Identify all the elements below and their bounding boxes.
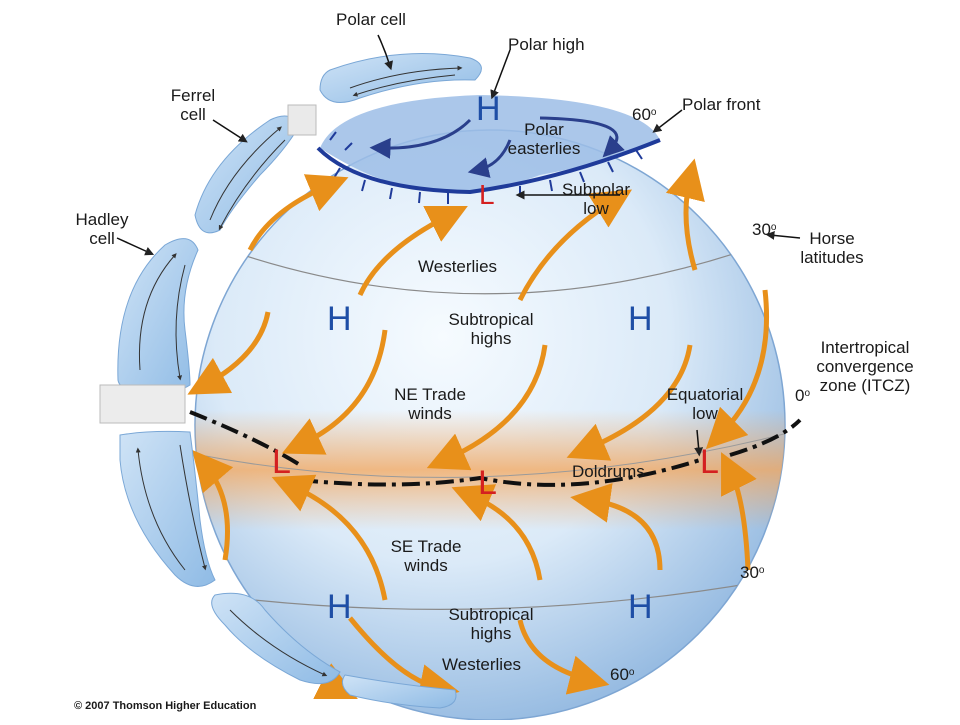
label-polar-cell: Polar cell <box>336 10 406 29</box>
subtropical-high-north-west-letter: H <box>327 300 352 338</box>
latitude-30n: 30o <box>752 220 776 239</box>
label-polar-front: Polar front <box>682 95 761 114</box>
latitude-30s-value: 30 <box>740 563 759 582</box>
westerly-arrows-north <box>247 158 705 302</box>
polar-cell-shape <box>319 53 482 103</box>
polar-easterly-arrow-2 <box>467 139 512 178</box>
polar-front-cloud <box>287 104 317 136</box>
polar-high-letter: H <box>476 90 501 128</box>
degree-mark: o <box>804 388 811 399</box>
ferrel-cell-south-shape <box>211 592 341 685</box>
label-subtropical-highs-north: Subtropical highs <box>448 310 534 348</box>
label-polar-high: Polar high <box>508 35 585 54</box>
latitude-60s-value: 60 <box>610 665 629 684</box>
label-subtropical-highs-south: Subtropical highs <box>448 605 534 643</box>
label-ne-trade-winds: NE Trade winds <box>394 385 466 423</box>
se-trade-arrows <box>191 449 757 601</box>
polar-easterly-arrow-3 <box>539 116 625 158</box>
degree-mark: o <box>770 222 777 233</box>
subpolar-low-letter: L <box>479 179 495 210</box>
latitude-60n-value: 60 <box>632 105 651 124</box>
equatorial-low-west-letter: L <box>272 443 291 481</box>
label-doldrums: Doldrums <box>572 462 645 481</box>
subtropical-high-south-east-letter: H <box>628 588 653 626</box>
equator-line <box>199 429 785 478</box>
latitude-equator: 0o <box>795 386 810 405</box>
equatorial-low-east-letter: L <box>700 443 719 481</box>
degree-mark: o <box>628 667 635 678</box>
hadley-cell-south-shape <box>119 430 216 587</box>
latitude-60n: 60o <box>632 105 656 124</box>
label-polar-easterlies: Polar easterlies <box>507 120 581 158</box>
latitude-30s-line <box>209 579 771 611</box>
latitude-60s: 60o <box>610 665 634 684</box>
polar-easterly-arrow-1 <box>369 118 472 159</box>
label-ferrel-cell: Ferrel cell <box>170 86 216 124</box>
label-equatorial-low: Equatorial low <box>666 385 744 423</box>
label-pointers <box>116 34 801 457</box>
latitude-30n-line <box>227 244 761 295</box>
circulation-cells <box>99 53 482 709</box>
subtropical-high-south-west-letter: H <box>327 588 352 626</box>
label-hadley-cell: Hadley cell <box>75 210 129 248</box>
hadley-cell-north-shape <box>117 238 199 394</box>
label-westerlies-north: Westerlies <box>418 257 498 276</box>
equatorial-low-center-letter: L <box>478 464 497 502</box>
label-subpolar-low: Subpolar low <box>561 180 631 218</box>
degree-mark: o <box>758 565 765 576</box>
ne-trade-arrows <box>187 289 770 471</box>
latitude-30n-value: 30 <box>752 220 771 239</box>
label-se-trade-winds: SE Trade winds <box>390 537 462 575</box>
polar-front-line <box>316 138 661 195</box>
degree-mark: o <box>650 107 657 118</box>
label-itcz: Intertropical convergence zone (ITCZ) <box>816 338 914 395</box>
subtropical-high-north-east-letter: H <box>628 300 653 338</box>
latitude-30s: 30o <box>740 563 764 582</box>
copyright-notice: © 2007 Thomson Higher Education <box>74 700 257 712</box>
label-horse-latitudes: Horse latitudes <box>800 229 864 267</box>
label-westerlies-south: Westerlies <box>442 655 522 674</box>
latitude-equator-value: 0 <box>795 386 805 405</box>
polar-cell-south-shape <box>341 674 457 709</box>
itcz-cloud <box>99 384 186 424</box>
